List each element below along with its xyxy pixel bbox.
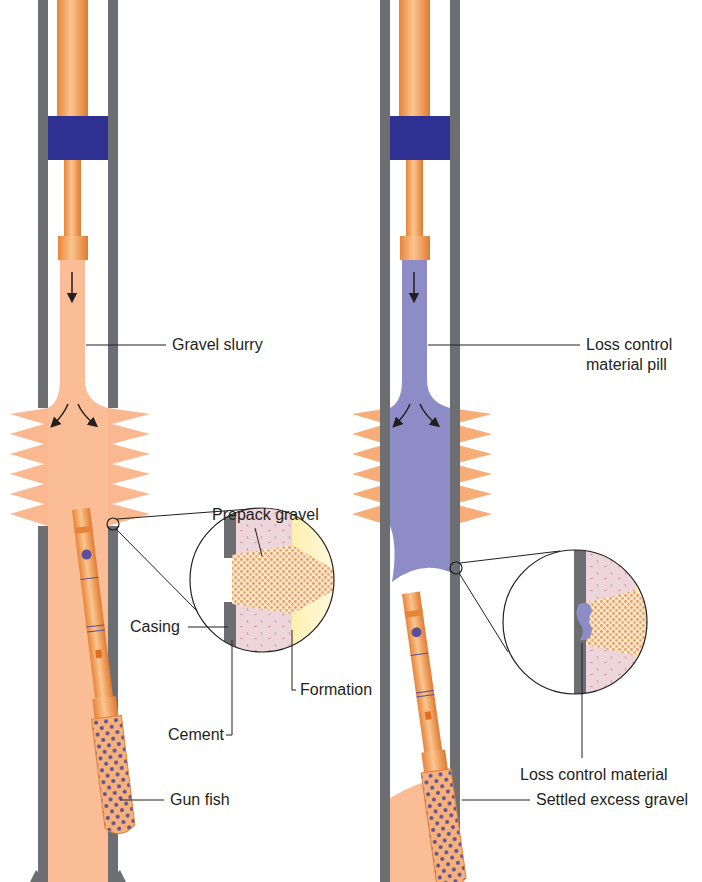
callout-label: Loss control material pill [586,335,698,375]
callout-label: Formation [300,680,372,700]
callout-label: Settled excess gravel [536,790,688,810]
callout-label: Casing [130,617,180,637]
callout-label: Loss control material [520,765,668,785]
callout-label: Prepack gravel [212,505,319,525]
callout-label: Gravel slurry [172,335,263,355]
callout-label: Gun fish [170,790,230,810]
callout-label: Cement [168,725,224,745]
right-well [352,0,492,882]
left-inset [86,345,352,800]
right-inset [428,345,670,800]
left-well [10,0,150,882]
